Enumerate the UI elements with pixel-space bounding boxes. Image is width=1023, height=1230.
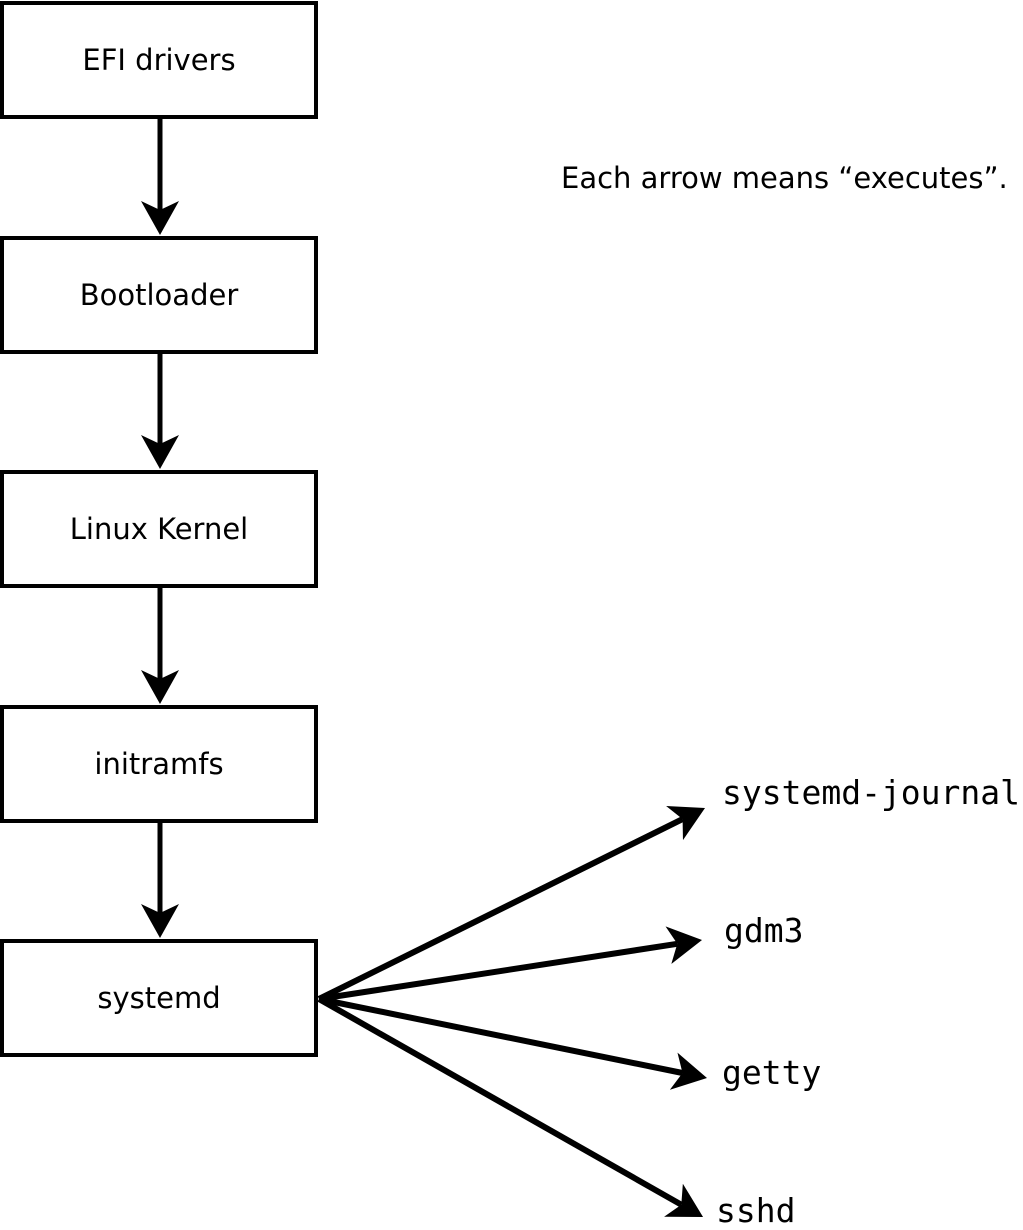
node-label: Bootloader bbox=[79, 277, 239, 312]
process-label-gdm3: gdm3 bbox=[724, 911, 804, 950]
arrow-systemd-to-gdm3 bbox=[318, 926, 703, 1002]
node-linux-kernel: Linux Kernel bbox=[0, 470, 318, 588]
node-label: EFI drivers bbox=[82, 42, 236, 77]
arrow-meaning-note: Each arrow means “executes”. bbox=[561, 161, 1008, 195]
node-label: systemd bbox=[97, 980, 221, 1015]
node-efi-drivers: EFI drivers bbox=[0, 1, 318, 119]
node-label: initramfs bbox=[94, 746, 224, 781]
arrow-systemd-to-getty bbox=[318, 996, 707, 1090]
process-label-sshd: sshd bbox=[716, 1191, 796, 1230]
process-label-systemd-journal: systemd-journal bbox=[722, 773, 1021, 812]
process-label-getty: getty bbox=[722, 1053, 822, 1092]
arrow-systemd-to-systemd-journal bbox=[317, 806, 706, 1002]
node-label: Linux Kernel bbox=[69, 511, 249, 546]
arrow-systemd-to-sshd bbox=[317, 996, 704, 1218]
node-bootloader: Bootloader bbox=[0, 236, 318, 354]
node-systemd: systemd bbox=[0, 939, 318, 1057]
node-initramfs: initramfs bbox=[0, 705, 318, 823]
